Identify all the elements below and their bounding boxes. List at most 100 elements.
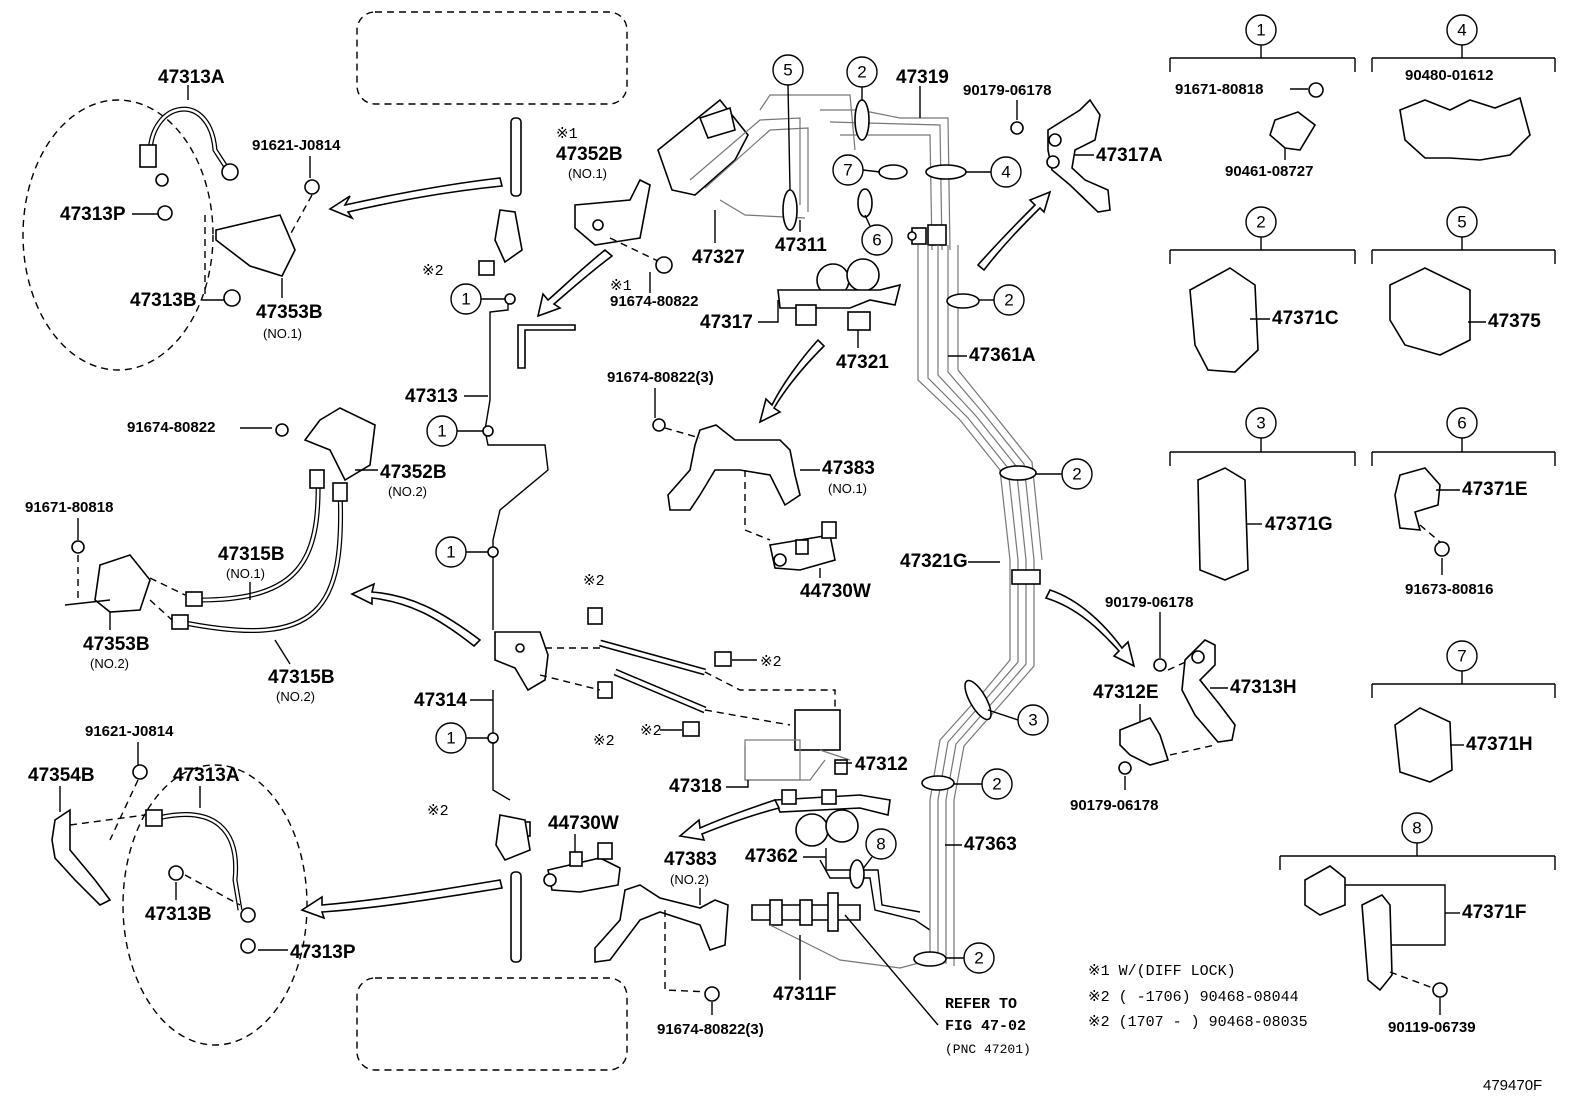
label-47352B-1-sub: (NO.1) xyxy=(568,166,607,181)
svg-text:2: 2 xyxy=(1072,465,1081,484)
svg-text:47371F: 47371F xyxy=(1462,902,1526,923)
callout-3: 3 xyxy=(1017,704,1049,736)
label-47319: 47319 xyxy=(896,67,949,88)
detail-ellipse-bottom xyxy=(122,764,308,1046)
svg-text:1: 1 xyxy=(1256,21,1265,40)
label-star2-a: ※2 xyxy=(422,263,444,280)
label-47352B-1-note: ※1 xyxy=(556,126,578,143)
label-47315B-2-sub: (NO.2) xyxy=(276,689,315,704)
label-refer3: (PNC 47201) xyxy=(945,1042,1031,1057)
callout-2-b: 2 xyxy=(1061,458,1093,490)
svg-text:2: 2 xyxy=(1004,291,1013,310)
callout-8: 8 xyxy=(865,828,897,860)
label-47321: 47321 xyxy=(836,352,889,373)
label-47327: 47327 xyxy=(692,247,745,268)
label-47315B-2: 47315B xyxy=(268,667,335,688)
label-91621-bottom: 91621-J0814 xyxy=(85,723,174,740)
label-47318: 47318 xyxy=(669,776,722,797)
svg-text:90119-06739: 90119-06739 xyxy=(1388,1019,1476,1036)
label-47313A-top: 47313A xyxy=(158,67,225,88)
svg-text:5: 5 xyxy=(783,61,792,80)
callout-1-c: 1 xyxy=(435,536,467,568)
label-47313: 47313 xyxy=(405,386,458,407)
label-47315B-1: 47315B xyxy=(218,544,285,565)
svg-text:2: 2 xyxy=(992,775,1001,794)
figure-id: 479470F xyxy=(1483,1077,1542,1094)
callout-2-c: 2 xyxy=(981,768,1013,800)
label-47363: 47363 xyxy=(964,834,1017,855)
arrow-to-bottom-detail xyxy=(300,879,503,920)
legend-group-5: 5 47375 xyxy=(1371,206,1556,356)
svg-text:1: 1 xyxy=(461,290,470,309)
label-47383-2-sub: (NO.2) xyxy=(670,872,709,887)
label-91621-top: 91621-J0814 xyxy=(252,137,341,154)
label-91674-left: 91674-80822 xyxy=(127,419,215,436)
label-47313P-bottom: 47313P xyxy=(290,942,356,963)
legend-group-2: 2 47371C xyxy=(1169,206,1356,373)
label-91671-left: 91671-80818 xyxy=(25,499,113,516)
svg-text:8: 8 xyxy=(876,835,885,854)
label-47362: 47362 xyxy=(745,846,798,867)
label-44730W-1: 44730W xyxy=(800,581,871,602)
arrow-47352B-down xyxy=(536,248,614,318)
svg-text:1: 1 xyxy=(437,422,446,441)
svg-text:90461-08727: 90461-08727 xyxy=(1225,163,1313,180)
hose-47315B-1 xyxy=(199,477,321,603)
arrow-to-top-detail xyxy=(328,177,504,220)
label-47383-1: 47383 xyxy=(822,458,875,479)
label-47313H: 47313H xyxy=(1230,677,1297,698)
label-47353B-2-sub: (NO.2) xyxy=(90,656,129,671)
svg-text:91671-80818: 91671-80818 xyxy=(1175,81,1263,98)
label-47361A: 47361A xyxy=(969,345,1036,366)
label-star2-b: ※2 xyxy=(427,803,449,820)
label-47353B-top-sub: (NO.1) xyxy=(263,326,302,341)
callout-6: 6 xyxy=(861,224,893,256)
label-refer1: REFER TO xyxy=(945,996,1017,1013)
svg-text:47371H: 47371H xyxy=(1466,734,1533,755)
label-47352B-2: 47352B xyxy=(380,462,447,483)
callout-1-b: 1 xyxy=(426,415,458,447)
arrow-to-47313H xyxy=(1044,589,1136,668)
label-47315B-1-sub: (NO.1) xyxy=(226,566,265,581)
label-47353B-2: 47353B xyxy=(83,634,150,655)
legend-group-3: 3 47371G xyxy=(1169,407,1356,581)
legend-group-1: 1 91671-80818 90461-08727 xyxy=(1169,14,1356,180)
svg-text:7: 7 xyxy=(1457,647,1466,666)
note-3: ※2 (1707 - ) 90468-08035 xyxy=(1088,1014,1308,1031)
label-47311: 47311 xyxy=(775,235,827,256)
label-47354B: 47354B xyxy=(28,765,95,786)
svg-text:91673-80816: 91673-80816 xyxy=(1405,581,1493,598)
label-47312: 47312 xyxy=(855,754,908,775)
callout-2-d: 2 xyxy=(963,942,995,974)
svg-text:5: 5 xyxy=(1457,213,1466,232)
arrow-to-hoses xyxy=(350,582,482,648)
label-star2-e: ※2 xyxy=(640,723,662,740)
placeholder-box-bottom xyxy=(356,977,628,1071)
label-90179-bot: 90179-06178 xyxy=(1070,797,1158,814)
label-47353B-top: 47353B xyxy=(256,302,323,323)
svg-text:7: 7 xyxy=(843,161,852,180)
svg-text:6: 6 xyxy=(872,231,881,250)
svg-text:47371G: 47371G xyxy=(1265,514,1333,535)
svg-text:47375: 47375 xyxy=(1488,311,1541,332)
callout-1-d: 1 xyxy=(435,722,467,754)
callout-5: 5 xyxy=(772,54,804,86)
label-refer2: FIG 47-02 xyxy=(945,1018,1026,1035)
svg-text:2: 2 xyxy=(1256,213,1265,232)
callout-2-top: 2 xyxy=(846,56,878,88)
callout-7: 7 xyxy=(832,154,864,186)
note-2: ※2 ( -1706) 90468-08044 xyxy=(1088,989,1299,1006)
label-47314: 47314 xyxy=(414,690,467,711)
svg-text:3: 3 xyxy=(1028,711,1037,730)
hose-47313A-bottom xyxy=(157,812,243,911)
svg-text:47371C: 47371C xyxy=(1272,308,1339,329)
label-47383-1-sub: (NO.1) xyxy=(828,481,867,496)
note-1: ※1 W/(DIFF LOCK) xyxy=(1088,963,1236,980)
arrow-to-47383-2 xyxy=(678,799,781,842)
label-91674-3a: 91674-80822(3) xyxy=(607,369,714,386)
label-47321G: 47321G xyxy=(900,551,968,572)
label-44730W-2: 44730W xyxy=(548,813,619,834)
placeholder-box-top xyxy=(356,11,628,105)
label-47311F: 47311F xyxy=(773,984,836,1005)
